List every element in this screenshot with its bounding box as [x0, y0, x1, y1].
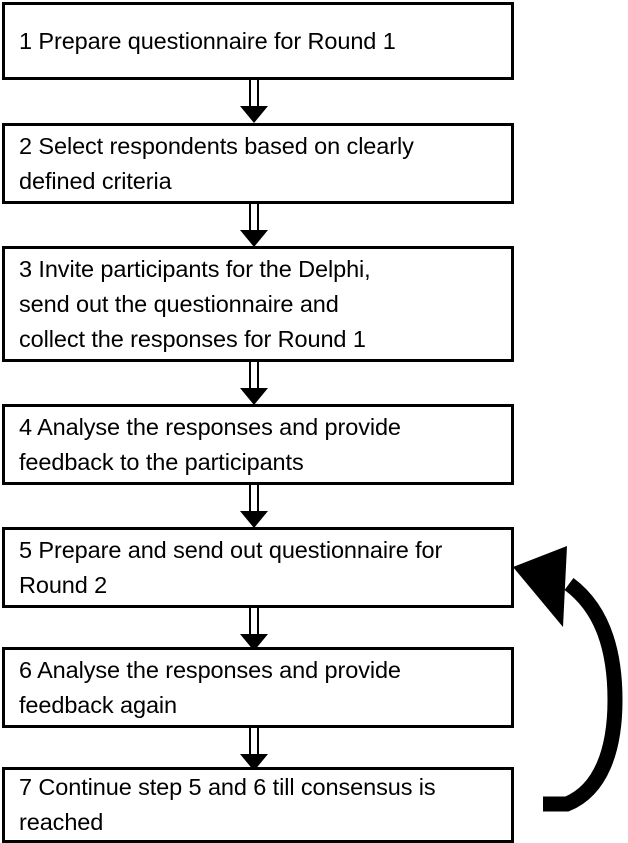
flow-step-box-4[interactable]: 4 Analyse the responses and provide feed… — [2, 404, 514, 485]
arrow-head — [240, 230, 268, 247]
arrow-head — [240, 754, 268, 771]
arrow-shaft — [249, 80, 259, 106]
arrow-shaft — [249, 204, 259, 230]
arrow-step-5-to-6 — [240, 608, 268, 651]
arrow-head — [240, 511, 268, 528]
flow-step-box-1[interactable]: 1 Prepare questionnaire for Round 1 — [2, 2, 514, 80]
arrow-shaft — [249, 362, 259, 388]
arrow-shaft — [249, 608, 259, 634]
arrow-step-1-to-2 — [240, 80, 268, 123]
loop-arrow-icon — [513, 546, 623, 812]
arrow-shaft — [249, 485, 259, 511]
arrow-head — [240, 388, 268, 405]
arrow-head — [240, 634, 268, 651]
flow-step-label-7: 7 Continue step 5 and 6 till consensus i… — [19, 774, 436, 835]
arrow-step-6-to-7 — [240, 728, 268, 771]
flow-step-label-6: 6 Analyse the responses and provide feed… — [19, 656, 401, 718]
flow-step-box-2[interactable]: 2 Select respondents based on clearly de… — [2, 123, 514, 204]
arrow-step-4-to-5 — [240, 485, 268, 528]
arrow-step-2-to-3 — [240, 204, 268, 247]
flow-step-label-5: 5 Prepare and send out questionnaire for… — [19, 536, 443, 598]
flow-step-label-1: 1 Prepare questionnaire for Round 1 — [19, 27, 396, 54]
arrow-head — [240, 106, 268, 123]
flow-step-label-3: 3 Invite participants for the Delphi, se… — [19, 255, 371, 352]
flow-step-box-5[interactable]: 5 Prepare and send out questionnaire for… — [2, 527, 514, 608]
arrow-shaft — [249, 728, 259, 754]
flow-step-label-2: 2 Select respondents based on clearly de… — [19, 132, 414, 194]
flow-step-box-3[interactable]: 3 Invite participants for the Delphi, se… — [2, 246, 514, 362]
flow-step-box-7[interactable]: 7 Continue step 5 and 6 till consensus i… — [2, 767, 514, 843]
flow-step-box-6[interactable]: 6 Analyse the responses and provide feed… — [2, 647, 514, 728]
flow-step-label-4: 4 Analyse the responses and provide feed… — [19, 413, 401, 475]
arrow-step-3-to-4 — [240, 362, 268, 405]
